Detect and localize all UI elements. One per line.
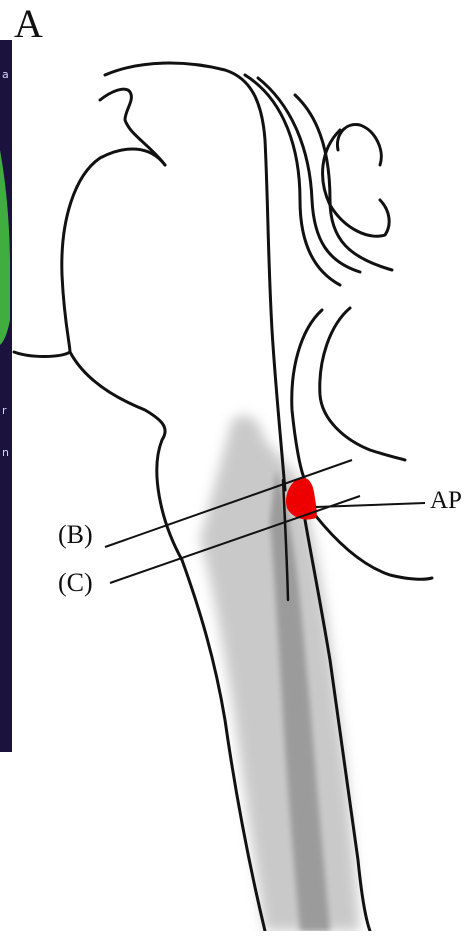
inset-fragment-3: n	[2, 446, 9, 459]
cerebellum-lower	[320, 308, 405, 460]
left-inset-strip	[0, 40, 12, 752]
shading	[200, 416, 360, 932]
panel-letter: A	[14, 4, 43, 44]
section-b-label: (B)	[58, 522, 93, 548]
inset-fragment-2: r	[2, 404, 7, 417]
section-c-label: (C)	[58, 570, 93, 596]
hemisphere-outline	[14, 149, 165, 357]
area-postrema-label: AP	[430, 488, 462, 513]
ventricle-roof	[292, 310, 322, 480]
folium-5	[337, 125, 381, 165]
inset-fragment-1: a	[2, 68, 9, 81]
inset-dark-band	[0, 40, 12, 752]
obex-curve	[315, 515, 432, 579]
